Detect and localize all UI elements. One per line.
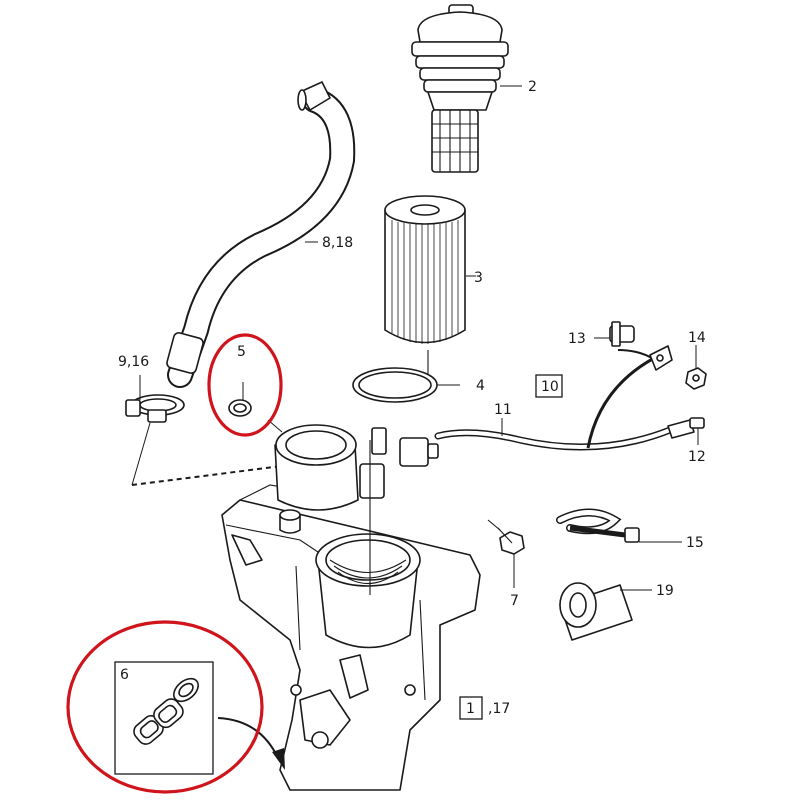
leader-lines: [139, 85, 699, 591]
callout-2: 2: [528, 79, 537, 95]
oil-pressure-sensor: [586, 321, 707, 449]
callout-6: 6: [120, 667, 129, 683]
callout-7: 7: [510, 593, 519, 609]
callout-3: 3: [474, 270, 483, 286]
hose-clamp: [125, 394, 185, 423]
callout-15: 15: [686, 535, 704, 551]
callout-13: 13: [568, 331, 586, 347]
gasket-inset: [114, 661, 285, 775]
callout-17: ,17: [488, 701, 510, 717]
callout-4: 4: [476, 378, 485, 394]
tape-roll: [559, 582, 633, 641]
bolt: [487, 519, 525, 555]
callout-12: 12: [688, 449, 706, 465]
highlight-circle-seal: [207, 333, 283, 437]
callout-1: 1: [466, 701, 475, 717]
cable-tie: [556, 508, 640, 543]
callout-19: 19: [656, 583, 674, 599]
wire-harness: [399, 417, 705, 467]
oil-filter-housing: [221, 350, 481, 791]
filter-cartridge: [384, 195, 466, 344]
callout-14: 14: [688, 330, 706, 346]
part-box-10: [535, 374, 563, 398]
assembly-line: [131, 422, 151, 486]
callout-8-18: 8,18: [322, 235, 353, 251]
dashed-assembly-line: [131, 464, 291, 486]
callout-11: 11: [494, 402, 512, 418]
breather-hose: [166, 81, 356, 388]
o-ring-large: [352, 367, 438, 403]
callout-9-16: 9,16: [118, 354, 149, 370]
small-seal: [228, 399, 252, 417]
callout-5: 5: [237, 344, 246, 360]
part-box-1: [459, 696, 483, 720]
callout-10: 10: [541, 379, 559, 395]
highlight-circle-gasket: [66, 620, 264, 794]
oil-filter-cap: [411, 4, 509, 173]
